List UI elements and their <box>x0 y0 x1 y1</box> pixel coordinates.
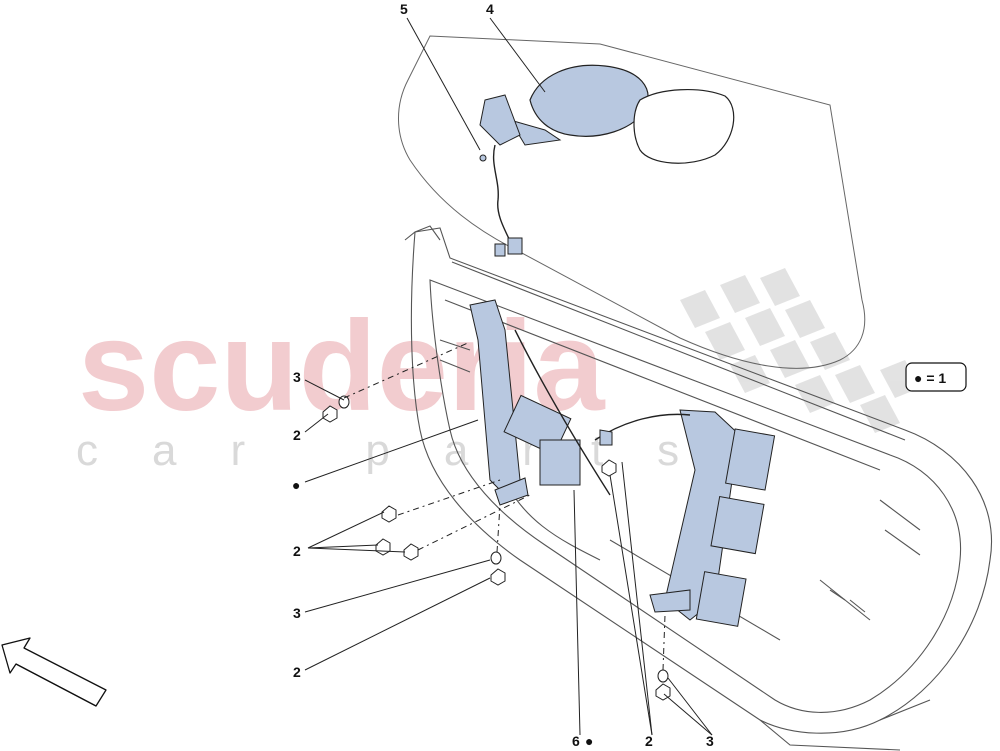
legend: ● = 1 <box>905 362 967 392</box>
callout-2-upper: 2 <box>293 427 301 443</box>
window-regulator-rear <box>594 409 776 627</box>
watermark-sub: car parts <box>76 426 733 475</box>
callout-5: 5 <box>400 1 408 17</box>
callout-2-bottom: 2 <box>645 733 653 749</box>
checkered-flag-icon <box>680 268 920 433</box>
callout-dot-left: ● <box>292 477 300 493</box>
window-regulator-front <box>469 299 611 506</box>
callout-6-dot: ● <box>585 733 593 749</box>
callout-3-upper: 3 <box>293 369 301 385</box>
callout-6: 6 <box>572 733 580 749</box>
window-glass <box>398 35 866 369</box>
callout-2-middle: 2 <box>293 543 301 559</box>
callout-3-bottom: 3 <box>706 733 714 749</box>
legend-frame <box>905 362 967 392</box>
arrow-icon <box>1 637 107 707</box>
callout-4: 4 <box>486 1 494 17</box>
callout-3-lower: 3 <box>293 605 301 621</box>
callout-2-lower: 2 <box>293 664 301 680</box>
leader-lines <box>304 17 713 736</box>
legend-text: ● = 1 <box>914 370 946 386</box>
door-frame <box>404 225 992 751</box>
door-mirror <box>479 64 735 257</box>
